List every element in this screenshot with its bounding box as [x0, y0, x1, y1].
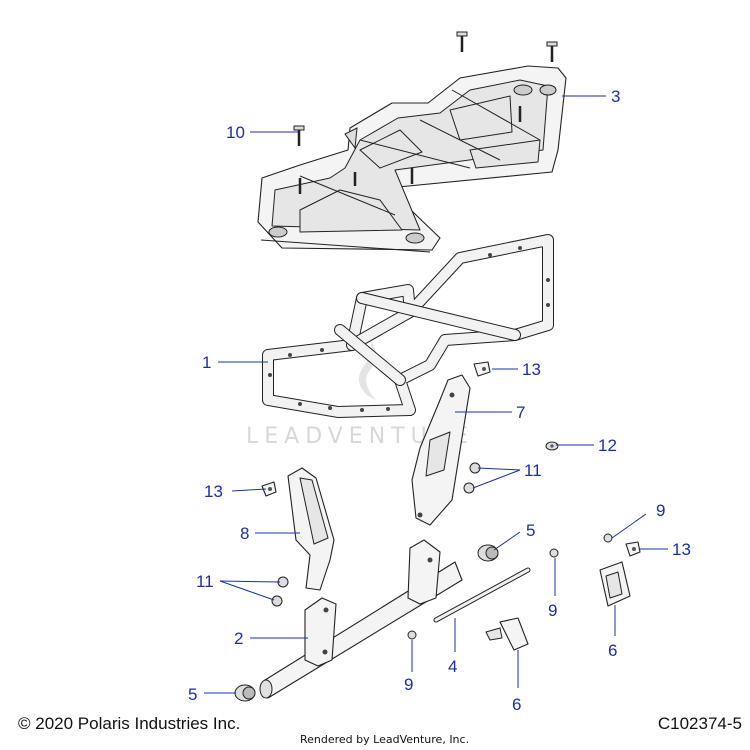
callout-2: 2 [234, 629, 243, 648]
bolts-11-left [271, 576, 289, 607]
callout-5-top: 5 [526, 521, 535, 540]
callout-5-bottom: 5 [188, 685, 197, 704]
callout-13-top: 13 [522, 360, 541, 379]
bolt-10 [293, 125, 305, 146]
callout-labels: 10 3 1 13 7 12 11 13 8 5 9 13 11 9 2 4 9… [188, 87, 691, 714]
callout-6-right: 6 [608, 641, 617, 660]
rack-top [257, 65, 567, 253]
clip-6-bottom [485, 617, 529, 651]
callout-8: 8 [240, 524, 249, 543]
nut-12 [545, 441, 559, 451]
callout-3: 3 [611, 87, 620, 106]
bolt-top-1 [456, 31, 468, 52]
rod-4 [433, 567, 531, 623]
copyright-text: © 2020 Polaris Industries Inc. [18, 714, 241, 733]
callout-9-right: 9 [656, 501, 665, 520]
plug-5-top [477, 544, 499, 562]
clip-13-top [473, 361, 491, 377]
rack-bolts [293, 31, 558, 194]
callout-12: 12 [598, 436, 617, 455]
cross-tube-2 [259, 539, 463, 699]
callout-9-left: 9 [404, 675, 413, 694]
diagram-id: C102374-5 [657, 714, 742, 733]
callout-6-bottom: 6 [512, 695, 521, 714]
bracket-8 [287, 467, 335, 591]
callout-9-mid: 9 [548, 601, 557, 620]
rendered-by-text: Rendered by LeadVenture, Inc. [300, 733, 470, 746]
callout-11-right: 11 [524, 461, 542, 480]
callout-13-right: 13 [672, 540, 691, 559]
clip-13-right [625, 541, 641, 557]
callout-13-left: 13 [204, 482, 223, 501]
screws-9 [407, 533, 613, 640]
callout-10: 10 [226, 123, 245, 142]
callout-7: 7 [516, 403, 525, 422]
callout-11-left: 11 [196, 572, 214, 591]
leader-lines [204, 95, 668, 694]
clip-13-left [261, 481, 277, 497]
callout-4: 4 [448, 657, 457, 676]
bolt-top-2 [546, 41, 558, 62]
clip-6-right [599, 561, 631, 607]
callout-1: 1 [202, 353, 211, 372]
tube-frame [262, 234, 554, 418]
bolts-11-right [463, 462, 481, 494]
bracket-7 [411, 374, 471, 526]
plug-5-bottom [234, 684, 256, 702]
